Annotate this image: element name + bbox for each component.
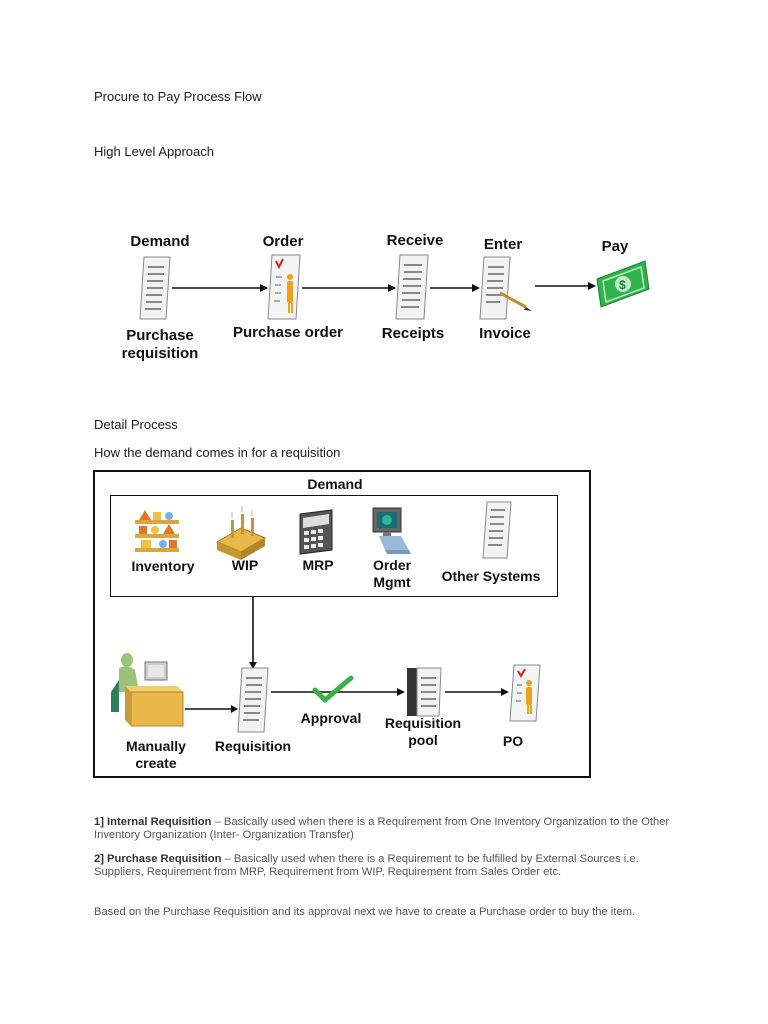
demand-box-title: Demand	[307, 476, 363, 492]
demand-sources-box	[110, 495, 558, 597]
other-systems-doc-icon	[482, 501, 512, 559]
detail-diagram: Demand	[93, 470, 591, 778]
page-title: Procure to Pay Process Flow	[94, 89, 262, 104]
step-order-label: Order	[262, 233, 304, 250]
purchase-requisition-label: Purchase requisition	[121, 327, 199, 362]
high-level-arrows	[172, 282, 596, 292]
manually-create-label: Manually create	[126, 738, 186, 771]
approval-label: Approval	[300, 710, 362, 726]
high-level-diagram: $ Demand Order Receive Enter Pay Purchas…	[100, 225, 680, 375]
order-mgmt-computer-icon	[372, 507, 411, 554]
purchase-order-doc-icon	[267, 254, 301, 320]
requisition-label: Requisition	[214, 738, 292, 754]
requisition-doc-icon	[237, 667, 269, 733]
inventory-icon	[135, 510, 179, 552]
source-other-systems-label: Other Systems	[441, 568, 541, 584]
source-order-mgmt-label: Order Mgmt	[372, 557, 412, 590]
svg-text:$: $	[619, 278, 626, 292]
step-enter-label: Enter	[483, 236, 523, 253]
source-inventory-label: Inventory	[131, 558, 195, 574]
invoice-label: Invoice	[479, 325, 531, 342]
manual-create-person-icon	[111, 653, 184, 727]
money-icon: $	[596, 260, 650, 308]
purchase-requisition-text: – Basically used when there is a Require…	[94, 853, 639, 878]
invoice-doc-icon	[479, 256, 532, 320]
purchase-order-label: Purchase order	[232, 324, 344, 341]
detail-heading: Detail Process	[94, 417, 178, 432]
source-wip-label: WIP	[231, 557, 259, 573]
detail-graphics	[111, 501, 541, 733]
purchase-requisition-term: 2] Purchase Requisition	[94, 853, 222, 865]
purchase-requisition-paragraph: 2] Purchase Requisition – Basically used…	[94, 853, 674, 879]
purchase-order-paragraph: Based on the Purchase Requisition and it…	[94, 906, 636, 918]
high-level-graphics: $	[139, 254, 650, 320]
internal-requisition-term: 1] Internal Requisition	[94, 816, 212, 828]
mrp-icon	[299, 509, 333, 555]
requisition-doc-icon	[139, 256, 171, 320]
po-label: PO	[502, 733, 524, 749]
receipts-doc-icon	[395, 254, 429, 320]
section-subtitle: High Level Approach	[94, 144, 214, 159]
requisition-pool-icon	[407, 667, 442, 717]
step-demand-label: Demand	[130, 233, 190, 250]
internal-requisition-paragraph: 1] Internal Requisition – Basically used…	[94, 816, 674, 842]
approval-check-icon	[312, 675, 354, 703]
detail-subheading: How the demand comes in for a requisitio…	[94, 445, 341, 460]
internal-requisition-text: – Basically used when there is a Require…	[94, 816, 670, 841]
step-pay-label: Pay	[601, 238, 629, 255]
step-receive-label: Receive	[386, 232, 444, 249]
source-mrp-label: MRP	[302, 557, 334, 573]
wip-factory-icon	[215, 506, 267, 560]
receipts-label: Receipts	[381, 325, 445, 342]
po-doc-icon	[509, 664, 541, 722]
requisition-pool-label: Requisition pool	[384, 715, 462, 748]
